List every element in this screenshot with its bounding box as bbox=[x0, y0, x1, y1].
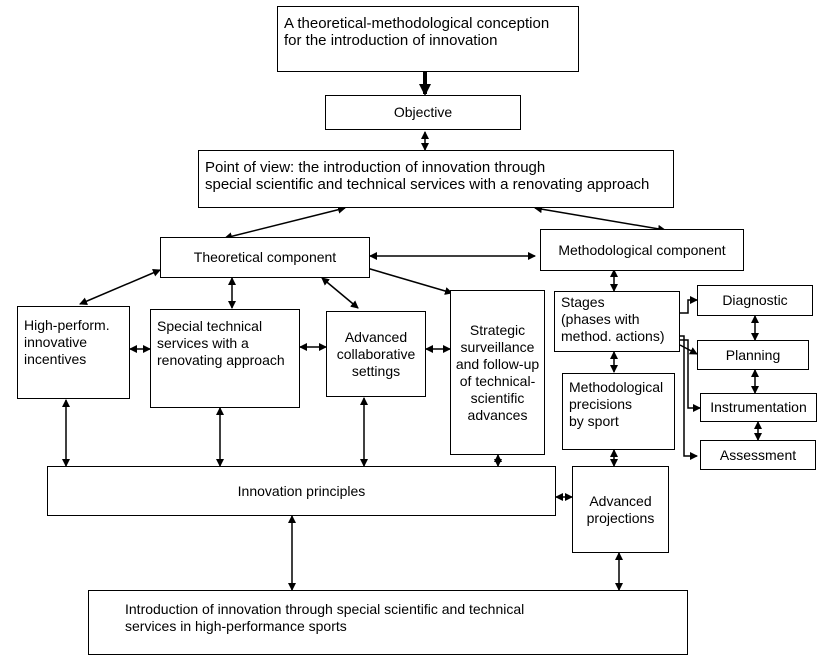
arrow-stages-diagnostic bbox=[680, 296, 698, 314]
collaborative-settings-box: Advanced collaborative settings bbox=[326, 311, 426, 397]
diagnostic-box: Diagnostic bbox=[697, 285, 813, 316]
special-services-box: Special technical services with a renova… bbox=[150, 309, 300, 408]
planning-box: Planning bbox=[697, 340, 809, 370]
stages-box: Stages (phases with method. actions) bbox=[554, 291, 680, 352]
assessment-box: Assessment bbox=[700, 440, 816, 470]
advanced-projections-box: Advanced projections bbox=[572, 466, 669, 553]
point-of-view-box: Point of view: the introduction of innov… bbox=[198, 150, 674, 208]
theoretical-component-box: Theoretical component bbox=[160, 237, 370, 278]
innovation-principles-box: Innovation principles bbox=[47, 466, 556, 516]
methodological-component-box: Methodological component bbox=[540, 229, 744, 271]
instrumentation-box: Instrumentation bbox=[700, 393, 817, 422]
methodological-precisions-box: Methodological precisions by sport bbox=[562, 373, 675, 450]
arrow-theoretical-strategic bbox=[359, 264, 453, 295]
objective-box: Objective bbox=[325, 95, 521, 130]
incentives-box: High-perform. innovative incentives bbox=[17, 306, 130, 399]
arrow-pov-theoretical bbox=[224, 205, 346, 241]
arrow-theoretical-incentives bbox=[79, 269, 161, 305]
arrow-pov-methodological bbox=[534, 205, 666, 233]
arrow-stages-assessment bbox=[680, 335, 698, 460]
strategic-surveillance-box: Strategic surveillance and follow-up of … bbox=[450, 290, 545, 455]
title-box: A theoretical-methodological conception … bbox=[277, 6, 579, 72]
introduction-box: Introduction of innovation through speci… bbox=[88, 590, 688, 655]
arrow-theoretical-collaborative bbox=[321, 277, 359, 309]
